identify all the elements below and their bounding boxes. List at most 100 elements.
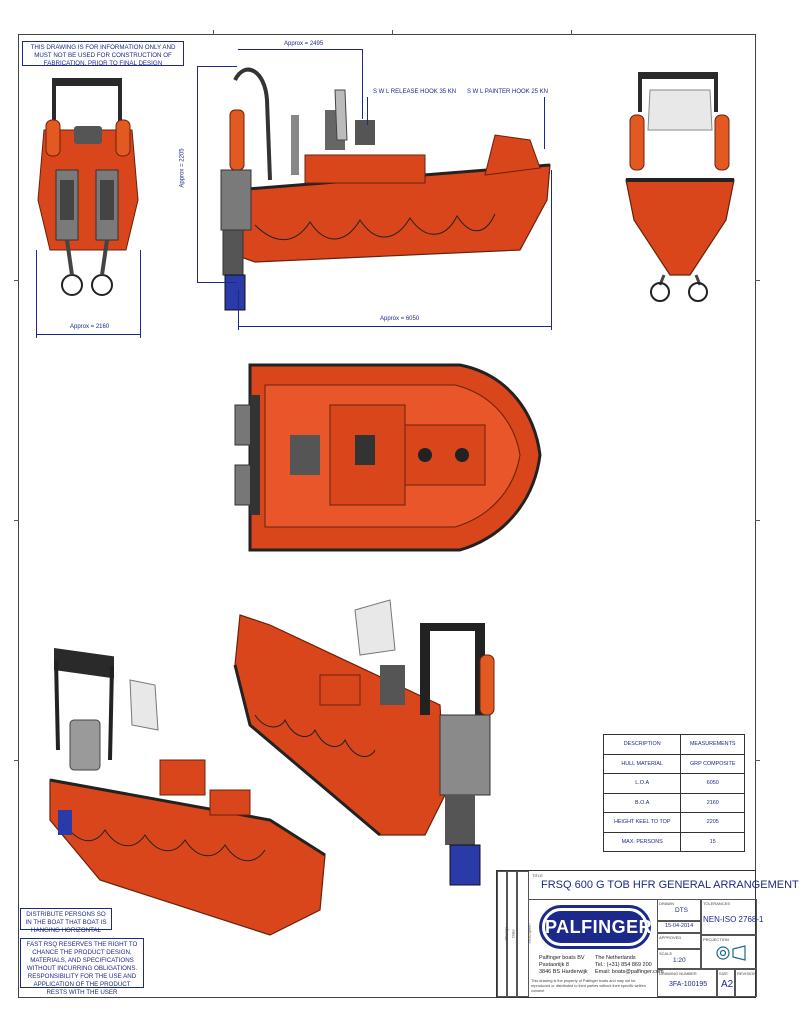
approved-cell xyxy=(657,933,701,949)
title-block: Description Date Change TITLE FRSQ 600 G… xyxy=(496,870,799,998)
rev-col xyxy=(497,871,507,997)
sheet-size: A2 xyxy=(721,979,734,990)
spec-cell: 2205 xyxy=(680,812,745,833)
border-tick xyxy=(392,30,393,35)
border-tick xyxy=(755,280,760,281)
rev-col-change: Change xyxy=(503,926,509,941)
height-dim-ext xyxy=(197,66,237,67)
tolerance-label: TOLERANCES xyxy=(703,901,731,906)
border-tick xyxy=(755,760,760,761)
rev-col-date: Date xyxy=(510,929,516,938)
drawn-label: DRAWN xyxy=(659,901,674,906)
beam-dim-line xyxy=(36,334,140,335)
iso-view-left-drawing xyxy=(49,647,326,936)
height-dim-label: Approx = 2205 xyxy=(179,148,186,188)
spec-cell: 6050 xyxy=(680,773,745,794)
table-row: HULL MATERIAL GRP COMPOSITE xyxy=(602,753,745,774)
spec-table: DESCRIPTION MEASUREMENTS HULL MATERIAL G… xyxy=(602,734,745,852)
drawing-title: FRSQ 600 G TOB HFR GENERAL ARRANGEMENT xyxy=(541,879,799,891)
title-label: TITLE xyxy=(532,873,543,878)
table-row: HEIGHT KEEL TO TOP 2205 xyxy=(602,812,745,833)
spec-header-measurements: MEASUREMENTS xyxy=(680,734,745,755)
date: 15-04-2014 xyxy=(665,923,694,929)
table-row: MAX. PERSONS 15 xyxy=(602,831,745,852)
beam-dim-label: Approx = 2160 xyxy=(70,324,110,330)
distribute-note: DISTRIBUTE PERSONS SO IN THE BOAT THAT B… xyxy=(20,908,112,934)
border-tick xyxy=(571,30,572,35)
beam-dim-ext xyxy=(140,250,141,338)
spec-header-row: DESCRIPTION MEASUREMENTS xyxy=(602,734,745,755)
loa-dim-ext xyxy=(551,170,552,330)
drawing-number-cell xyxy=(657,969,717,997)
size-cell xyxy=(717,969,735,997)
loa-dim-label: Approx = 6050 xyxy=(380,316,420,322)
tolerance-cell xyxy=(701,899,757,935)
border-tick xyxy=(213,30,214,35)
top-view-drawing xyxy=(234,363,542,552)
company-line: Pastaoriijk 8 xyxy=(539,962,569,968)
info-note: THIS DRAWING IS FOR INFORMATION ONLY AND… xyxy=(22,41,184,67)
projection-cell xyxy=(701,935,757,969)
spec-cell: 2160 xyxy=(680,792,745,813)
border-tick xyxy=(14,760,19,761)
projection-icon xyxy=(716,945,746,961)
spec-cell: HULL MATERIAL xyxy=(602,753,682,774)
loa-dim-line xyxy=(238,326,552,327)
company-address: Palfinger boats BV Pastaoriijk 8 3846 BS… xyxy=(539,955,588,976)
table-row: L.O.A 6050 xyxy=(602,773,745,794)
spec-cell: GRP COMPOSITE xyxy=(680,753,745,774)
drawn-by: DTS xyxy=(675,907,688,914)
palfinger-logo: PALFINGER xyxy=(539,905,652,949)
size-label: SIZE xyxy=(719,971,728,976)
drawing-frame xyxy=(18,34,756,998)
projection-label: PROJECTION xyxy=(703,937,729,942)
logo-text: PALFINGER xyxy=(545,911,652,943)
top-dim-line xyxy=(238,49,362,50)
disclaimer: This drawing is the property of Palfinge… xyxy=(531,979,646,993)
scale-label: SCALE xyxy=(659,951,673,956)
country: The Netherlands xyxy=(595,955,636,961)
rev-col-description: Description xyxy=(526,923,532,944)
painter-hook-leader xyxy=(544,97,545,149)
height-dim-ext xyxy=(197,282,237,283)
painter-hook-label: S W L PAINTER HOOK 25 KN xyxy=(467,89,549,95)
loa-dim-ext xyxy=(238,290,239,330)
spec-cell: B.O.A xyxy=(602,792,682,813)
table-row: B.O.A 2160 xyxy=(602,792,745,813)
drawing-number-label: DRAWING NUMBER xyxy=(659,971,697,976)
release-hook-label: S W L RELEASE HOOK 35 KN xyxy=(373,89,457,95)
approved-label: APPROVED xyxy=(659,935,682,940)
front-view-drawing xyxy=(625,72,735,302)
border-tick xyxy=(755,520,760,521)
spec-cell: HEIGHT KEEL TO TOP xyxy=(602,812,682,833)
side-view-drawing xyxy=(220,67,551,311)
spec-cell: 15 xyxy=(680,831,745,852)
border-tick xyxy=(14,280,19,281)
top-dim-ext xyxy=(362,49,363,119)
height-dim-line xyxy=(197,66,198,282)
revision-cell xyxy=(735,969,757,997)
date-cell xyxy=(657,921,701,933)
scale-cell xyxy=(657,949,701,969)
tolerance-standard: NEN-ISO 2768-1 xyxy=(703,915,764,924)
spec-cell: L.O.A xyxy=(602,773,682,794)
rev-col xyxy=(507,871,517,997)
company-contact: The Netherlands Tel.: (+31) 854 869 200 … xyxy=(595,955,664,976)
drawn-cell xyxy=(657,899,701,921)
spec-cell: MAX. PERSONS xyxy=(602,831,682,852)
email-link[interactable]: Email: boats@palfinger.com xyxy=(595,969,664,975)
revision-label: REVISION xyxy=(737,971,757,976)
divider xyxy=(529,899,755,900)
rev-col xyxy=(517,871,529,997)
spec-header-description: DESCRIPTION xyxy=(602,734,682,755)
company-line: Palfinger boats BV xyxy=(539,955,585,961)
drawing-number: 3FA-100195 xyxy=(669,981,708,988)
rights-note: FAST RSQ RESERVES THE RIGHT TO CHANCE TH… xyxy=(20,938,144,996)
iso-view-right-drawing xyxy=(233,599,495,886)
company-line: 3846 BS Harderwijk xyxy=(539,969,588,975)
top-dim-label: Approx = 2495 xyxy=(284,41,324,47)
scale: 1:20 xyxy=(673,957,686,964)
border-tick xyxy=(14,520,19,521)
telephone: Tel.: (+31) 854 869 200 xyxy=(595,962,652,968)
release-hook-leader xyxy=(367,97,368,125)
